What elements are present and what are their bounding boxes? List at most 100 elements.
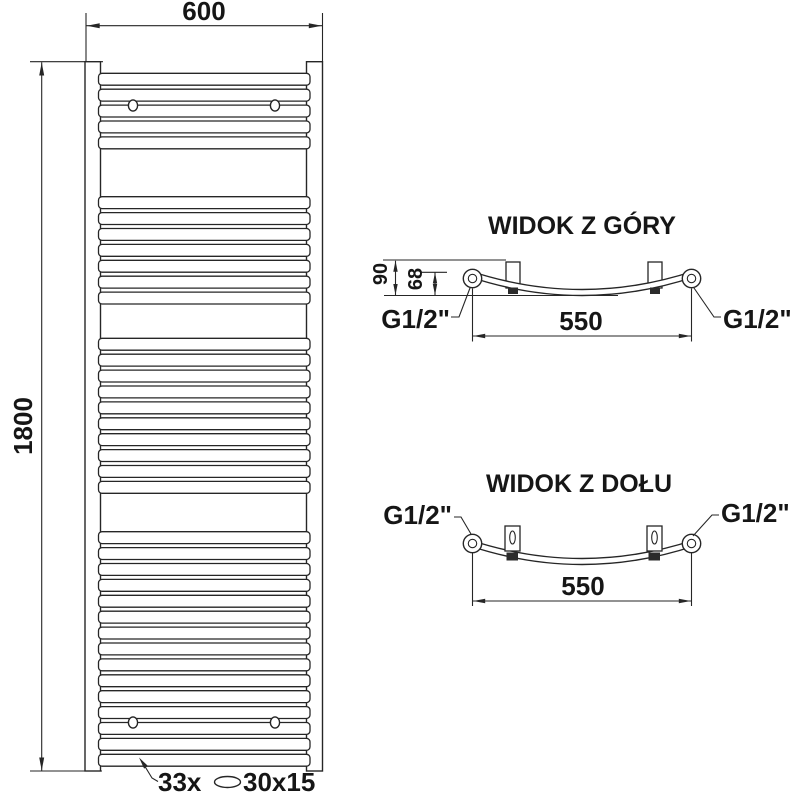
right-collector-tube (305, 61, 324, 772)
thread-hole-left (467, 538, 478, 549)
radiator-tube (97, 120, 311, 134)
leader-line (144, 766, 159, 782)
radiator-tube (97, 196, 311, 210)
collector-port-left (462, 533, 483, 554)
radiator-tube (97, 674, 311, 688)
collector-port-left (462, 268, 483, 289)
arrowhead-icon (393, 284, 398, 295)
width-dimension-label: 600 (182, 0, 225, 26)
radiator-tube (97, 464, 311, 479)
arrowhead-icon (432, 284, 438, 295)
thread-label-left: G1/2" (381, 304, 450, 334)
radiator-tube (97, 417, 311, 431)
arrowhead-icon (678, 598, 691, 604)
bottom-view-title: WIDOK Z DOŁU (486, 470, 672, 498)
radiator-tube (97, 275, 311, 289)
mounting-hole-top-left (127, 99, 139, 112)
radiator-tube (97, 737, 311, 751)
leader-line (454, 516, 472, 535)
radiator-tube (97, 353, 311, 367)
arrowhead-icon (473, 598, 486, 604)
radiator-tube (97, 291, 311, 305)
collector-port-right (681, 533, 702, 554)
radiator-tube (97, 531, 311, 545)
radiator-tube (97, 369, 311, 383)
arrowhead-icon (678, 333, 691, 339)
radiator-tube (97, 259, 311, 273)
span-dimension-label: 550 (561, 571, 604, 601)
radiator-tube (97, 546, 311, 561)
curved-tube-edge (469, 539, 695, 560)
radiator-tube (97, 753, 311, 767)
thread-label-right: G1/2" (721, 498, 790, 528)
radiator-tube (97, 448, 311, 463)
arrowhead-icon (86, 23, 100, 29)
axis-dimension-label: 68 (405, 268, 427, 290)
radiator-tube (97, 642, 311, 656)
radiator-tube (97, 626, 311, 640)
bracket-slot (651, 530, 658, 545)
mounting-hole-top-right (269, 99, 281, 112)
bracket-foot (650, 287, 660, 294)
arrowhead-icon (473, 333, 486, 339)
curved-tube-edge (469, 270, 695, 291)
collector-port-right (681, 268, 702, 289)
arrowhead-icon (308, 23, 322, 29)
span-dimension-label: 550 (559, 306, 602, 336)
radiator-tube (97, 337, 311, 351)
top-view: WIDOK Z GÓRY 90 68 G1/2" G1/2" (370, 210, 792, 342)
radiator-tube (97, 136, 311, 150)
radiator-tube (97, 562, 311, 577)
tube-count-label: 33x (158, 767, 202, 797)
thread-label-right: G1/2" (723, 304, 792, 334)
thread-label-left: G1/2" (383, 500, 452, 530)
bottom-view: WIDOK Z DOŁU G1/2" G1/2" 550 (383, 470, 790, 606)
arrowhead-icon (139, 757, 148, 769)
radiator-tube (97, 721, 311, 736)
tube-count-note: 33x 30x15 (139, 757, 315, 797)
radiator-tube (97, 610, 311, 624)
leader-line (451, 287, 471, 318)
arrowhead-icon (393, 260, 398, 272)
radiator-tube (97, 578, 311, 592)
radiator-tube (97, 72, 311, 86)
curved-tube-edge (469, 545, 695, 566)
radiator-tube (97, 243, 311, 257)
front-view-radiator (84, 61, 324, 772)
curved-tube-body (470, 271, 694, 296)
thread-hole-left (467, 273, 478, 284)
bracket-foot (648, 552, 660, 561)
thread-hole-right (686, 273, 697, 284)
thread-hole-right (686, 538, 697, 549)
radiator-tube (97, 658, 311, 672)
radiator-tube (97, 104, 311, 118)
top-view-title: WIDOK Z GÓRY (488, 210, 676, 240)
front-view-dimensions: 600 1800 (8, 0, 324, 772)
tube-stack (97, 72, 311, 767)
mounting-hole-bottom-right (269, 716, 281, 729)
radiator-tube (97, 594, 311, 608)
leader-line (693, 287, 721, 318)
wall-bracket (646, 525, 663, 552)
radiator-tube (97, 88, 311, 102)
radiator-tube (97, 227, 311, 242)
radiator-tube (97, 385, 311, 399)
tube-size-label: 30x15 (243, 767, 315, 797)
radiator-tube (97, 433, 311, 447)
radiator-tube (97, 705, 311, 720)
left-collector-tube (84, 61, 102, 772)
curved-tube-body (470, 540, 694, 565)
arrowhead-icon (39, 757, 45, 771)
radiator-tube (97, 211, 311, 226)
arrowhead-icon (39, 62, 45, 76)
arrowhead-icon (432, 272, 438, 284)
wall-bracket (504, 525, 521, 552)
radiator-tube (97, 401, 311, 415)
bracket-foot (506, 552, 518, 561)
oval-profile-icon (213, 775, 242, 789)
radiator-tube (97, 480, 311, 494)
mounting-hole-bottom-left (127, 716, 139, 729)
radiator-tube (97, 690, 311, 704)
